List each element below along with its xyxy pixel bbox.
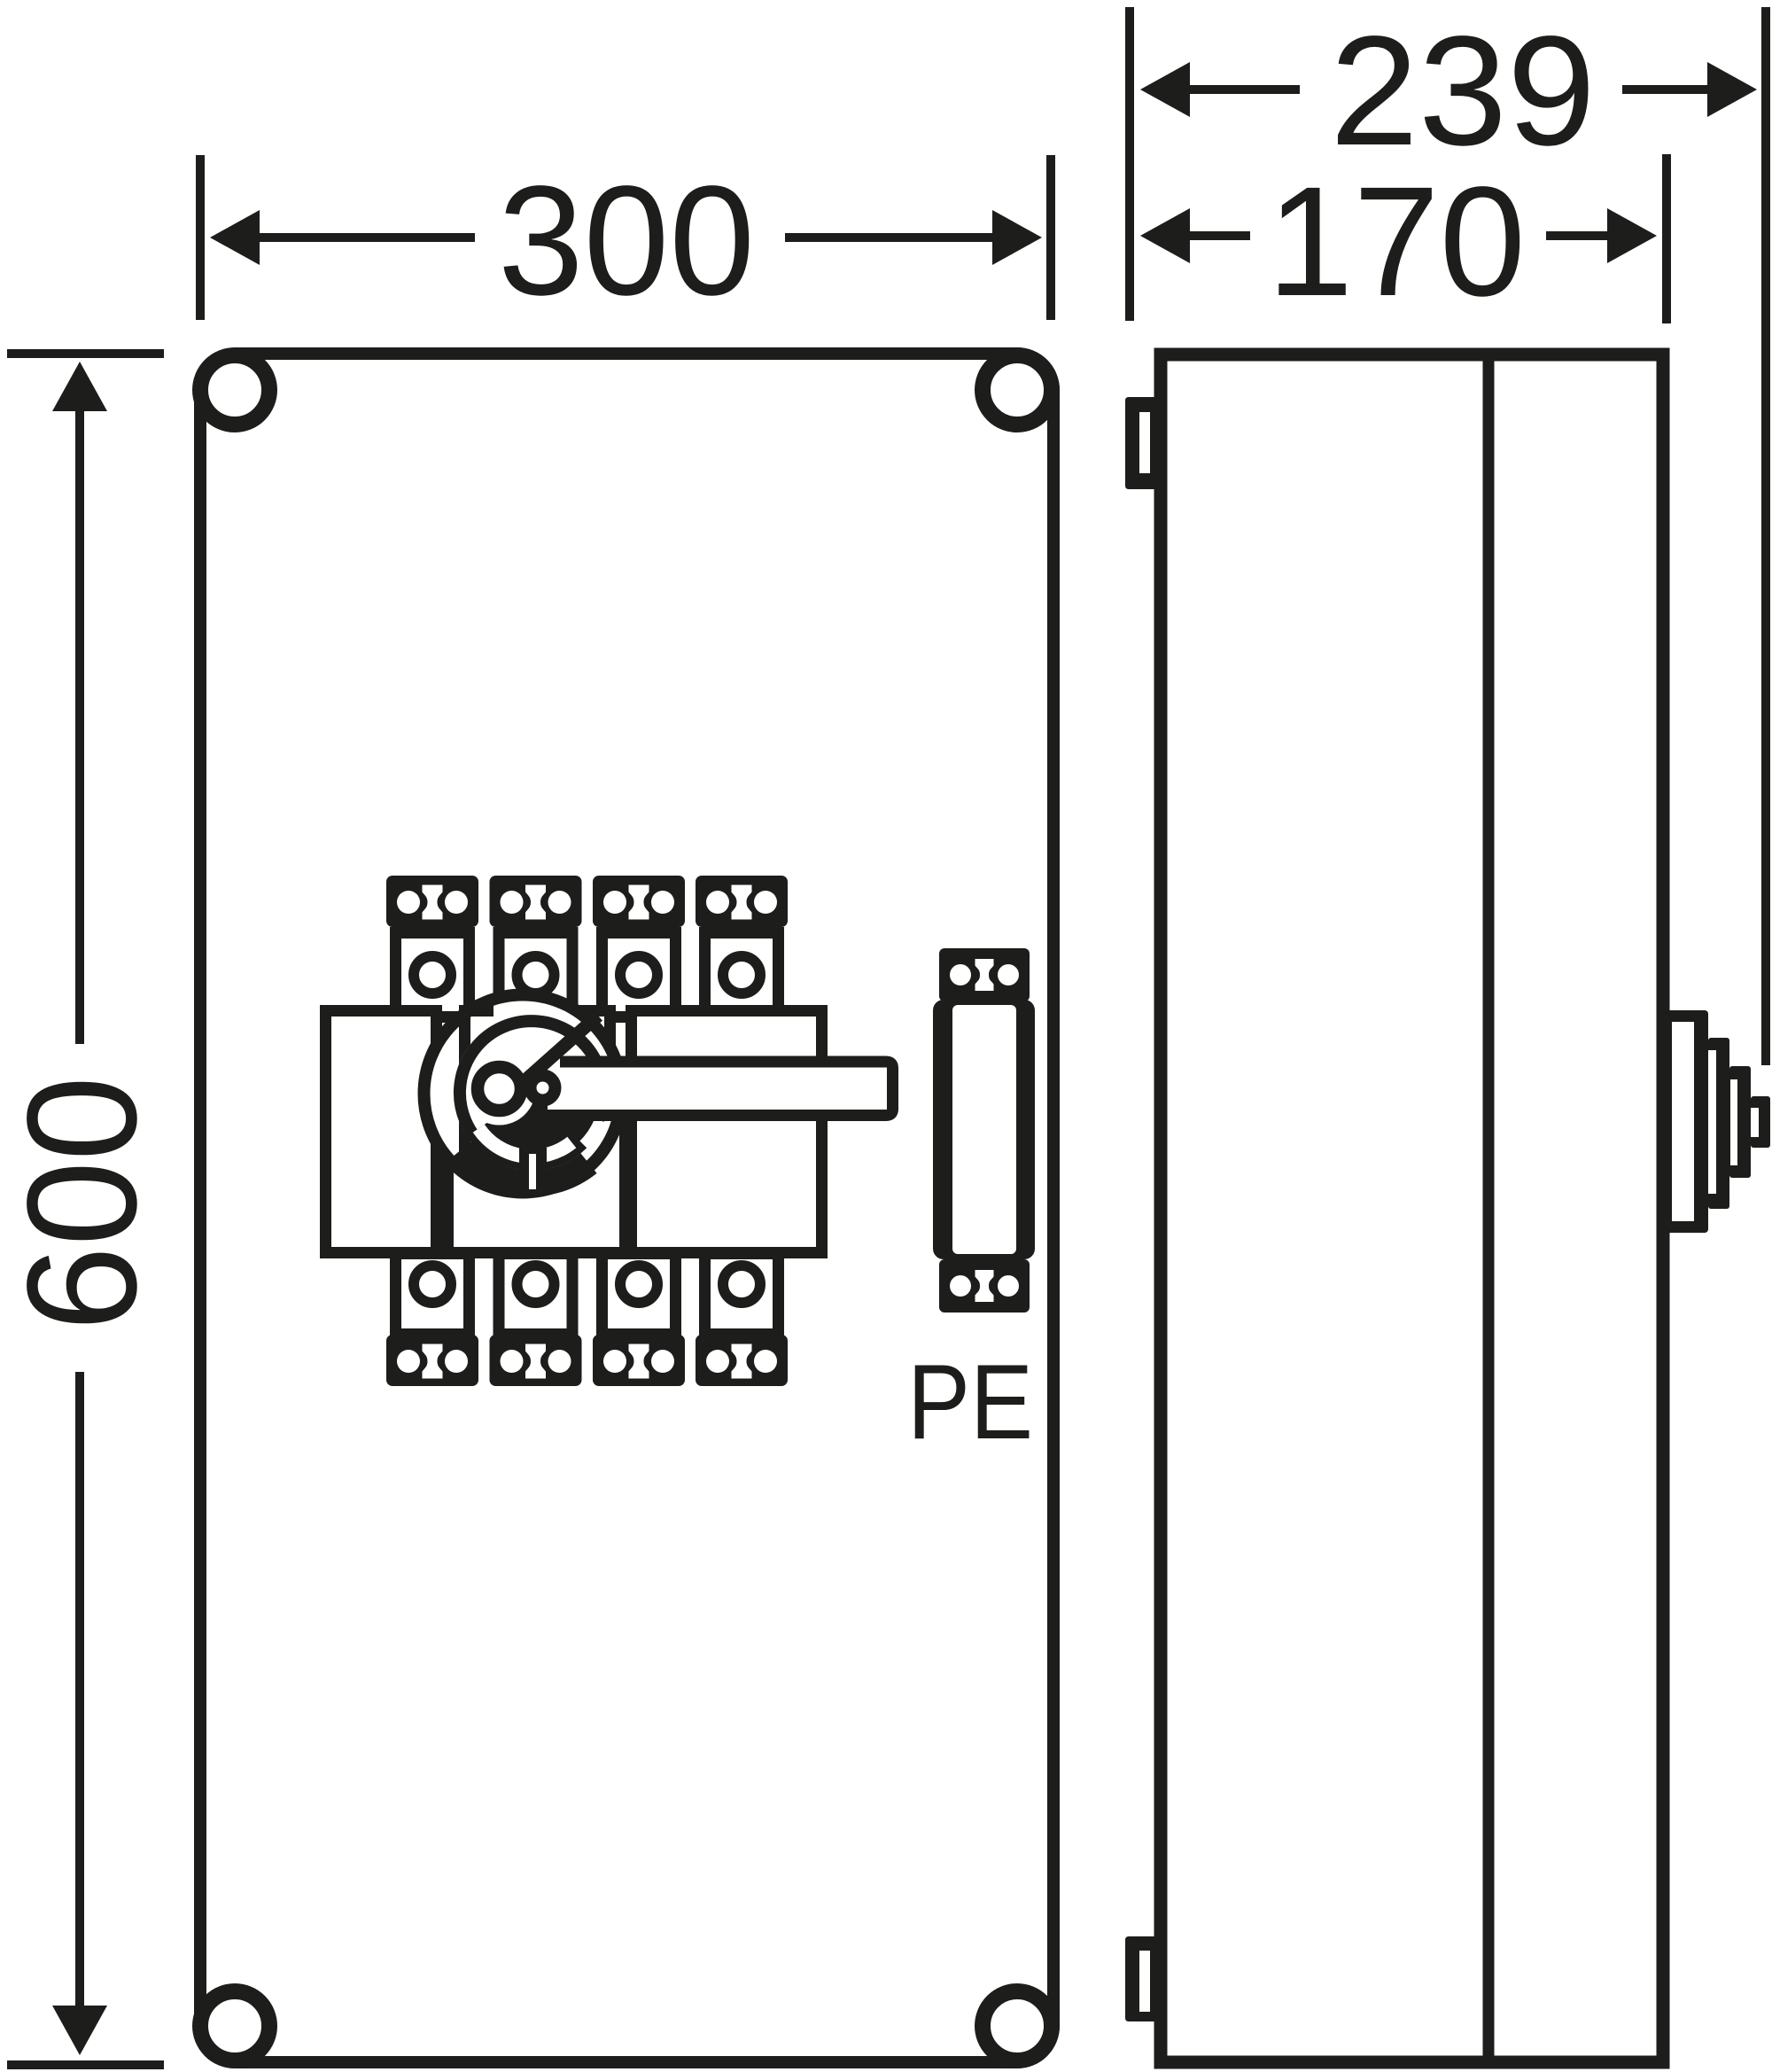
svg-text:600: 600 <box>0 1076 169 1331</box>
svg-text:PE: PE <box>907 1343 1033 1461</box>
svg-text:170: 170 <box>1267 155 1526 329</box>
svg-text:300: 300 <box>498 154 755 328</box>
svg-text:239: 239 <box>1330 4 1596 178</box>
